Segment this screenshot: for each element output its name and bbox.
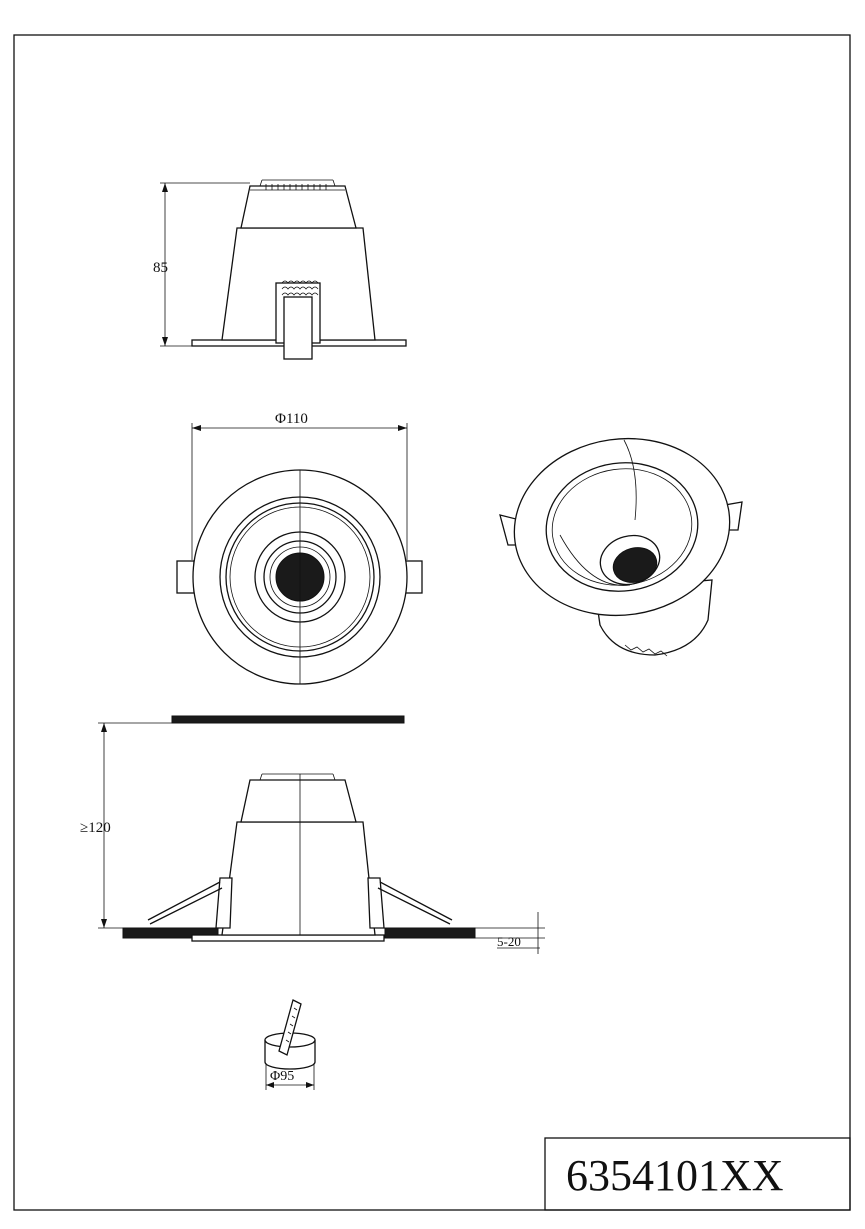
side-view: 85 [153,179,407,360]
cutout-view: Φ95 [264,999,316,1090]
ceiling-thickness-dimension: 5-20 [497,934,521,949]
part-number: 6354101XX [566,1151,784,1200]
cutout-dimension: Φ95 [270,1069,294,1084]
diameter-dimension: Φ110 [275,411,308,427]
perspective-view [499,437,743,657]
height-dimension: 85 [153,260,168,276]
sheet-border [13,34,851,1211]
installation-view: ≥120 5-20 [80,715,545,954]
title-box [544,1137,851,1211]
install-depth-dimension: ≥120 [80,820,111,836]
top-view: Φ110 [176,411,423,685]
